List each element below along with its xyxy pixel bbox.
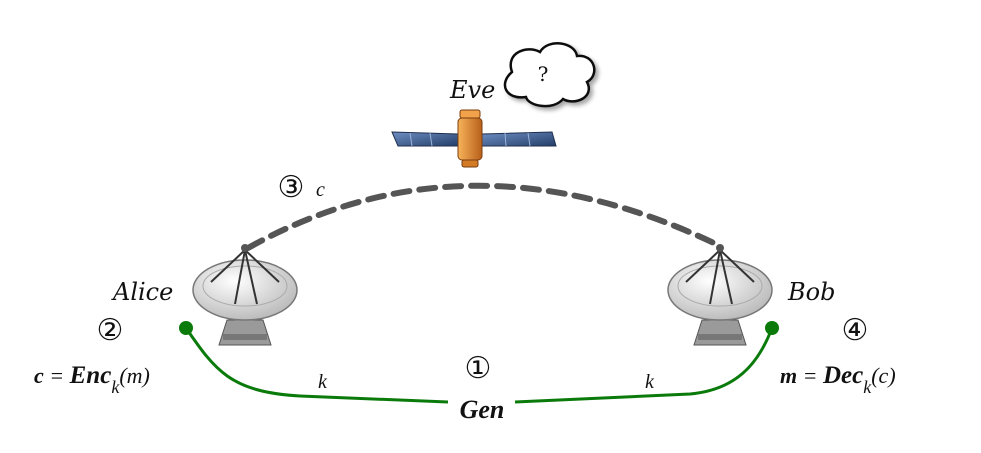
eve-label: Eve: [449, 76, 495, 104]
key-line-bob: [514, 327, 774, 404]
bob-dec-subscript: k: [863, 377, 872, 397]
alice-equals: =: [44, 363, 70, 388]
satellite-dish-icon: [667, 244, 773, 346]
satellite-icon: [391, 109, 557, 168]
alice-encryption-formula: c = Enck(m): [34, 362, 150, 397]
step-4-marker: ④: [842, 313, 869, 348]
ciphertext-channel: [245, 182, 721, 251]
step-2-marker: ②: [97, 313, 124, 348]
bob-key-endpoint: [765, 321, 779, 335]
step-1-marker: ①: [465, 351, 492, 386]
thought-cloud-icon: [503, 42, 596, 108]
bob-decryption-formula: m = Deck(c): [780, 362, 896, 397]
alice-ciphertext-var: c: [34, 363, 44, 388]
bob-message-var: m: [780, 363, 797, 388]
bob-equals: =: [797, 363, 823, 388]
key-line-alice: [184, 327, 449, 404]
channel-ciphertext-label: c: [316, 179, 325, 201]
step-3-marker: ③: [278, 170, 305, 205]
key-label-right: k: [645, 371, 655, 393]
bob-dec-fn: Dec: [822, 362, 863, 389]
alice-enc-arg: (m): [119, 363, 150, 388]
alice-enc-fn: Enc: [69, 362, 112, 389]
alice-key-endpoint: [179, 321, 193, 335]
satellite-dish-icon: [192, 244, 298, 346]
key-label-left: k: [318, 371, 328, 393]
alice-label: Alice: [111, 278, 173, 306]
alice-enc-subscript: k: [111, 377, 120, 397]
eve-thought-text: ?: [538, 62, 549, 86]
gen-label: Gen: [460, 395, 505, 424]
bob-dec-arg: (c): [871, 363, 895, 388]
bob-label: Bob: [787, 278, 835, 306]
